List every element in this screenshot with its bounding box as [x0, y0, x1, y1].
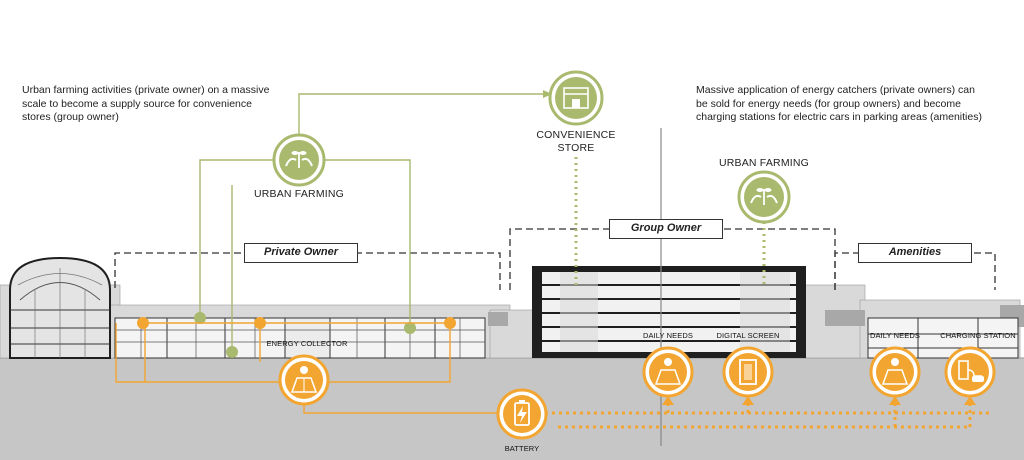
label-battery: BATTERY: [504, 444, 540, 453]
label-daily-needs-group: DAILY NEEDS: [642, 331, 693, 340]
label-digital-screen: DIGITAL SCREEN: [716, 331, 780, 340]
battery-arrowheads: [662, 396, 976, 405]
label-convenience-store: CONVENIENCE STORE: [536, 129, 616, 154]
energy-collector-icon: [278, 354, 330, 406]
label-urban-farming-left: URBAN FARMING: [253, 188, 345, 200]
label-urban-farming-right: URBAN FARMING: [718, 157, 810, 169]
private-buildings: [114, 317, 486, 359]
zone-private-owner: Private Owner: [244, 243, 358, 263]
farming-nodes: [194, 312, 416, 358]
arrowhead-store: [543, 90, 552, 98]
label-energy-collector: ENERGY COLLECTOR: [266, 339, 348, 348]
store-icon: [548, 70, 604, 126]
daily-needs-group-icon: [642, 346, 694, 398]
digital-screen-icon: [722, 346, 774, 398]
energy-nodes: [137, 317, 456, 329]
note-right: Massive application of energy catchers (…: [696, 84, 982, 123]
farming-connectors-left: [199, 93, 545, 352]
energy-connectors: [115, 322, 498, 414]
battery-icon: [496, 388, 548, 440]
zone-amenities: Amenities: [858, 243, 972, 263]
dome-building: [9, 256, 111, 359]
note-left: Urban farming activities (private owner)…: [22, 84, 270, 123]
charging-station-icon: [944, 346, 996, 398]
urban-farming-icon-right: [737, 170, 791, 224]
label-daily-needs-amenities: DAILY NEEDS: [869, 331, 920, 340]
urban-farming-icon-left: [272, 133, 326, 187]
daily-needs-amenities-icon: [869, 346, 921, 398]
group-owner-building: [532, 266, 806, 358]
label-charging-station: CHARGING STATION: [940, 331, 1016, 340]
zone-group-owner: Group Owner: [609, 219, 723, 239]
